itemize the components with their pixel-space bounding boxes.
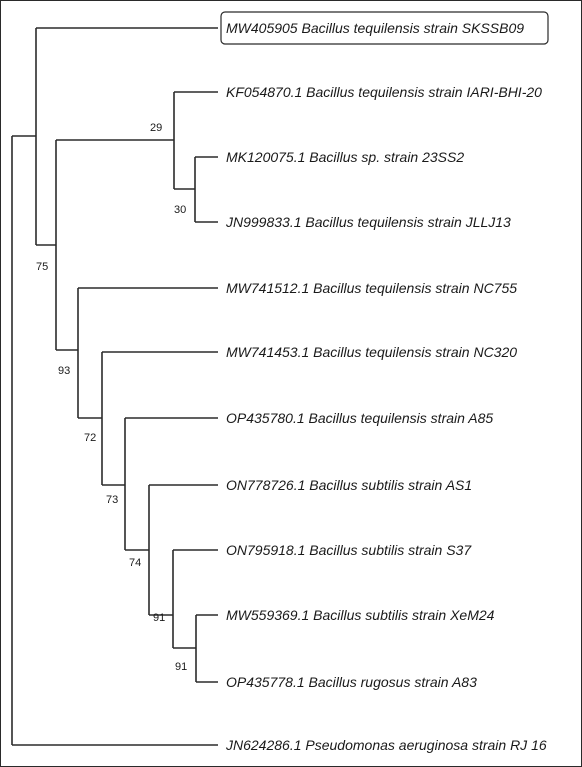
leaf-label-mk120075: MK120075.1 Bacillus sp. strain 23SS2	[226, 149, 464, 165]
bootstrap-value-30: 30	[174, 204, 186, 216]
leaf-label-op435778: OP435778.1 Bacillus rugosus strain A83	[226, 674, 477, 690]
bootstrap-value-29: 29	[150, 122, 162, 134]
leaf-label-mw559369: MW559369.1 Bacillus subtilis strain XeM2…	[226, 607, 495, 623]
leaf-label-mw741512: MW741512.1 Bacillus tequilensis strain N…	[226, 280, 517, 296]
bootstrap-value-91-upper: 91	[153, 612, 165, 624]
bootstrap-value-75: 75	[36, 261, 48, 273]
bootstrap-value-74: 74	[129, 557, 141, 569]
leaf-label-kf054870: KF054870.1 Bacillus tequilensis strain I…	[226, 84, 542, 100]
leaf-label-op435780: OP435780.1 Bacillus tequilensis strain A…	[226, 410, 493, 426]
bootstrap-value-93: 93	[58, 365, 70, 377]
bootstrap-value-72: 72	[84, 432, 96, 444]
leaf-label-on795918: ON795918.1 Bacillus subtilis strain S37	[226, 542, 472, 558]
leaf-label-jn624286: JN624286.1 Pseudomonas aeruginosa strain…	[225, 737, 547, 753]
leaf-label-jn999833: JN999833.1 Bacillus tequilensis strain J…	[225, 214, 511, 230]
leaf-label-mw405905: MW405905 Bacillus tequilensis strain SKS…	[226, 20, 524, 36]
leaf-label-mw741453: MW741453.1 Bacillus tequilensis strain N…	[226, 344, 517, 360]
bootstrap-value-73: 73	[106, 494, 118, 506]
leaf-label-on778726: ON778726.1 Bacillus subtilis strain AS1	[226, 477, 472, 493]
bootstrap-value-91-lower: 91	[175, 661, 187, 673]
query-highlight-box	[220, 11, 549, 45]
